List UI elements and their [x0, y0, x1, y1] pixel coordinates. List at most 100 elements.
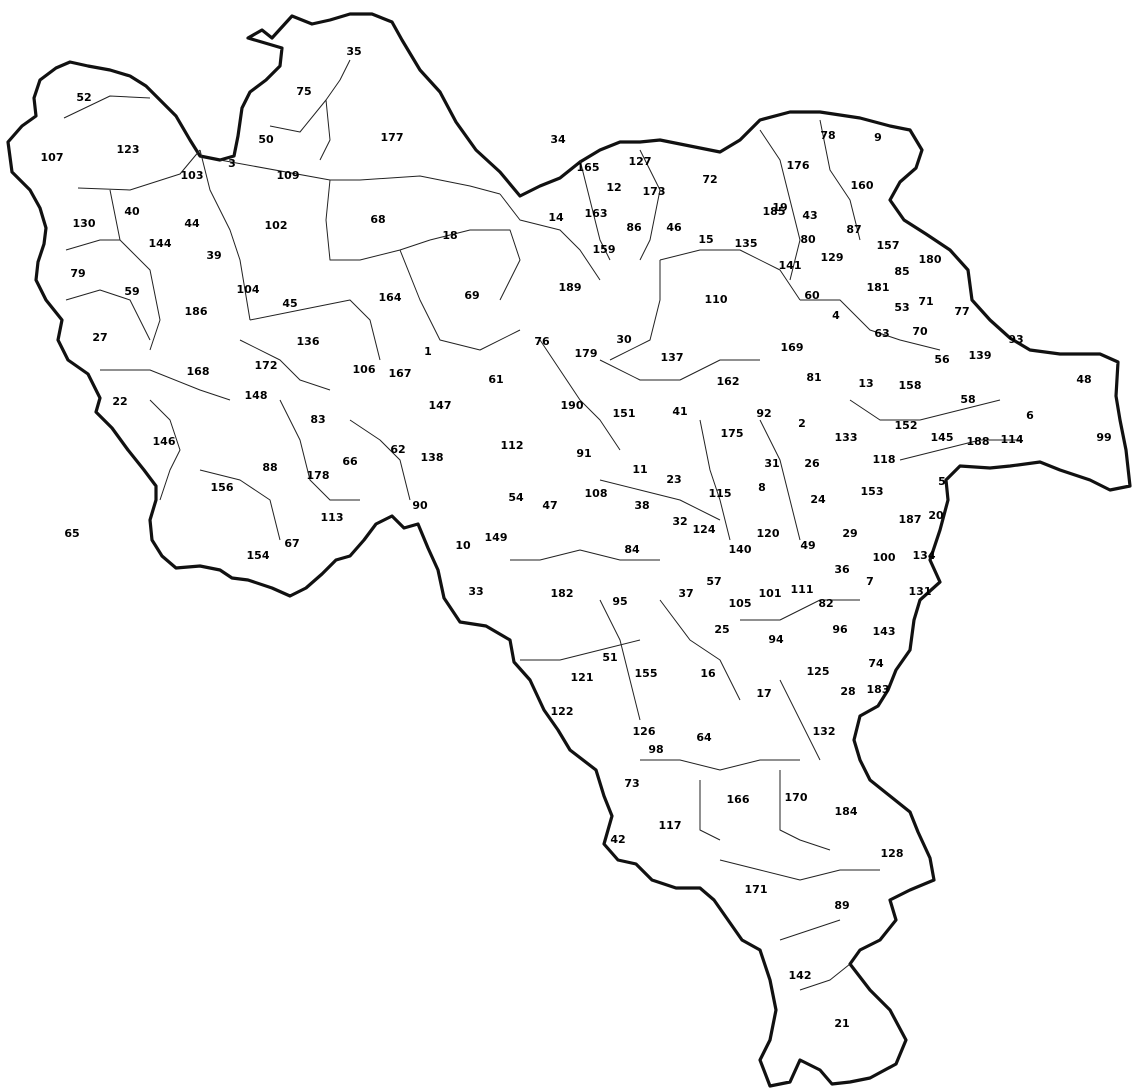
- district-border: [399, 249, 521, 351]
- district-border: [77, 149, 201, 191]
- region-label: 166: [727, 793, 750, 806]
- district-border: [579, 159, 611, 261]
- region-label: 105: [729, 597, 752, 610]
- region-label: 137: [661, 351, 684, 364]
- region-label: 151: [613, 407, 636, 420]
- region-label: 90: [412, 499, 428, 512]
- district-border: [719, 859, 880, 881]
- region-label: 106: [353, 363, 376, 376]
- region-label: 146: [153, 435, 176, 448]
- region-label: 27: [92, 331, 107, 344]
- region-label: 162: [717, 375, 740, 388]
- district-border: [100, 369, 231, 401]
- district-border: [799, 963, 851, 991]
- region-label: 125: [807, 665, 830, 678]
- region-label: 155: [635, 667, 658, 680]
- region-label: 58: [960, 393, 975, 406]
- region-label: 78: [820, 129, 835, 142]
- region-label: 84: [624, 543, 640, 556]
- region-label: 25: [714, 623, 729, 636]
- region-label: 169: [781, 341, 804, 354]
- region-label: 15: [698, 233, 713, 246]
- district-border: [899, 439, 1020, 461]
- district-border: [759, 419, 801, 541]
- district-border: [65, 239, 120, 251]
- region-labels: 1234567891011121314151617181920212223242…: [41, 45, 1112, 1030]
- region-label: 104: [237, 283, 260, 296]
- region-label: 20: [928, 509, 944, 522]
- region-label: 70: [912, 325, 928, 338]
- region-label: 83: [310, 413, 325, 426]
- region-label: 148: [245, 389, 268, 402]
- region-label: 62: [390, 443, 405, 456]
- region-label: 57: [706, 575, 721, 588]
- region-label: 164: [379, 291, 402, 304]
- region-label: 91: [576, 447, 591, 460]
- region-label: 41: [672, 405, 687, 418]
- region-label: 121: [571, 671, 594, 684]
- region-label: 111: [791, 583, 814, 596]
- region-label: 38: [634, 499, 649, 512]
- region-label: 74: [868, 657, 884, 670]
- district-border: [779, 679, 821, 761]
- region-label: 124: [693, 523, 716, 536]
- region-label: 26: [804, 457, 820, 470]
- region-label: 82: [818, 597, 833, 610]
- region-label: 39: [206, 249, 221, 262]
- region-label: 8: [758, 481, 766, 494]
- region-label: 51: [602, 651, 617, 664]
- region-label: 183: [867, 683, 890, 696]
- region-label: 24: [810, 493, 826, 506]
- region-label: 149: [485, 531, 508, 544]
- region-label: 136: [297, 335, 320, 348]
- region-label: 64: [696, 731, 712, 744]
- district-border: [599, 359, 760, 381]
- region-label: 123: [117, 143, 140, 156]
- region-label: 186: [185, 305, 208, 318]
- region-label: 120: [757, 527, 780, 540]
- region-label: 175: [721, 427, 744, 440]
- region-label: 127: [629, 155, 652, 168]
- region-label: 23: [666, 473, 681, 486]
- region-label: 114: [1001, 433, 1024, 446]
- region-label: 4: [832, 309, 840, 322]
- region-label: 154: [247, 549, 270, 562]
- region-label: 185: [763, 205, 786, 218]
- district-border: [325, 179, 431, 261]
- region-label: 190: [561, 399, 584, 412]
- region-label: 176: [787, 159, 810, 172]
- region-label: 118: [873, 453, 896, 466]
- region-label: 7: [866, 575, 874, 588]
- region-label: 167: [389, 367, 412, 380]
- region-label: 54: [508, 491, 524, 504]
- region-label: 122: [551, 705, 574, 718]
- region-label: 79: [70, 267, 85, 280]
- region-label: 99: [1096, 431, 1111, 444]
- region-label: 44: [184, 217, 200, 230]
- region-label: 189: [559, 281, 582, 294]
- district-border: [269, 59, 351, 133]
- region-label: 47: [542, 499, 557, 512]
- region-label: 135: [735, 237, 758, 250]
- region-label: 92: [756, 407, 771, 420]
- district-border: [249, 299, 381, 361]
- region-label: 160: [851, 179, 874, 192]
- region-label: 180: [919, 253, 942, 266]
- region-label: 56: [934, 353, 950, 366]
- district-border: [740, 599, 860, 621]
- region-label: 3: [228, 157, 236, 170]
- region-label: 77: [954, 305, 969, 318]
- district-border: [109, 189, 161, 351]
- district-border: [759, 129, 801, 281]
- region-label: 181: [867, 281, 890, 294]
- region-label: 33: [468, 585, 483, 598]
- region-label: 159: [593, 243, 616, 256]
- region-label: 69: [464, 289, 479, 302]
- region-label: 22: [112, 395, 127, 408]
- region-label: 40: [124, 205, 140, 218]
- region-label: 178: [307, 469, 330, 482]
- region-label: 59: [124, 285, 139, 298]
- outer-boundary: [6, 12, 1132, 1088]
- region-label: 16: [700, 667, 716, 680]
